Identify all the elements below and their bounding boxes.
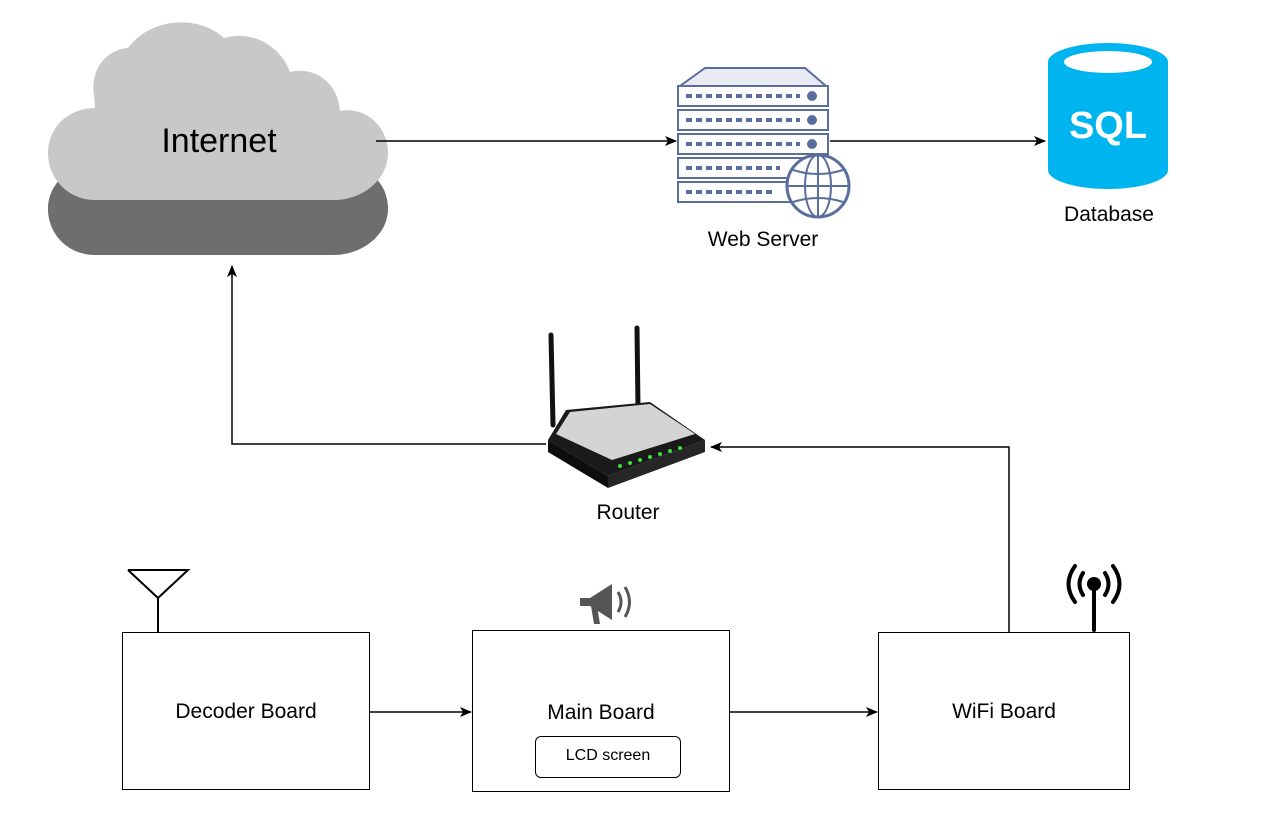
wifi-board-box: WiFi Board (878, 632, 1130, 790)
lcd-screen-box: LCD screen (535, 736, 681, 778)
main-board-box: Main Board LCD screen (472, 630, 730, 792)
edge-wifi-router (710, 442, 1010, 632)
database-label: Database (1064, 203, 1154, 226)
antenna-icon (127, 569, 191, 633)
edge-router-internet (227, 265, 546, 445)
internet-label: Internet (161, 122, 277, 160)
main-board-label: Main Board (547, 701, 655, 724)
cloud-icon (48, 22, 388, 255)
decoder-board-box: Decoder Board (122, 632, 370, 790)
database-icon: SQL (1048, 43, 1168, 189)
megaphone-icon (580, 584, 631, 624)
wifi-board-label: WiFi Board (952, 700, 1056, 723)
web-server-label: Web Server (707, 228, 819, 251)
sql-text: SQL (1069, 105, 1147, 147)
wireless-signal-icon (1066, 564, 1122, 632)
server-icon (676, 67, 851, 219)
wireless-router-icon (548, 325, 705, 488)
router-label: Router (596, 501, 660, 524)
decoder-board-label: Decoder Board (175, 700, 317, 723)
